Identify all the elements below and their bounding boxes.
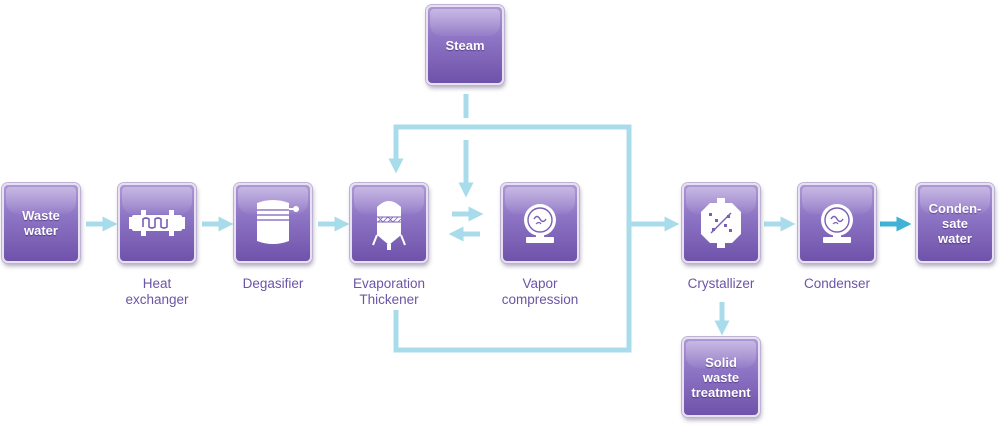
node-steam-label: Steam <box>445 37 485 53</box>
node-heat-exchanger <box>118 183 196 263</box>
crystallizer-icon <box>701 198 741 248</box>
caption-degasifier: Degasifier <box>242 276 304 291</box>
node-waste-water-label: Waste water <box>22 208 60 238</box>
node-crystallizer <box>682 183 760 263</box>
node-evaporation-thickener <box>350 183 428 263</box>
loop-top-line <box>388 124 632 225</box>
evaporator-vessel-icon <box>372 201 406 250</box>
node-condensate-water: Conden- sate water <box>916 183 994 263</box>
node-solid-waste-treatment: Solid waste treatment <box>682 337 760 417</box>
node-vapor-compression <box>501 183 579 263</box>
loop-bottom-line <box>393 225 632 353</box>
node-condensate-water-label: Conden- sate water <box>928 200 982 246</box>
caption-evaporation-thickener: Evaporation Thickener <box>352 276 426 307</box>
node-degasifier <box>234 183 312 263</box>
node-condenser <box>798 183 876 263</box>
caption-crystallizer: Crystallizer <box>687 276 755 291</box>
node-steam: Steam <box>426 5 504 85</box>
node-waste-water: Waste water <box>2 183 80 263</box>
node-solid-waste-treatment-label: Solid waste treatment <box>691 354 751 400</box>
caption-vapor-compression: Vapor compression <box>501 276 579 307</box>
heat-exchanger-icon <box>129 210 185 236</box>
caption-condenser: Condenser <box>803 276 871 291</box>
condenser-icon <box>821 204 853 243</box>
degasifier-tank-icon <box>257 200 299 244</box>
caption-heat-exchanger: Heat exchanger <box>125 276 189 307</box>
compressor-icon <box>524 204 556 243</box>
